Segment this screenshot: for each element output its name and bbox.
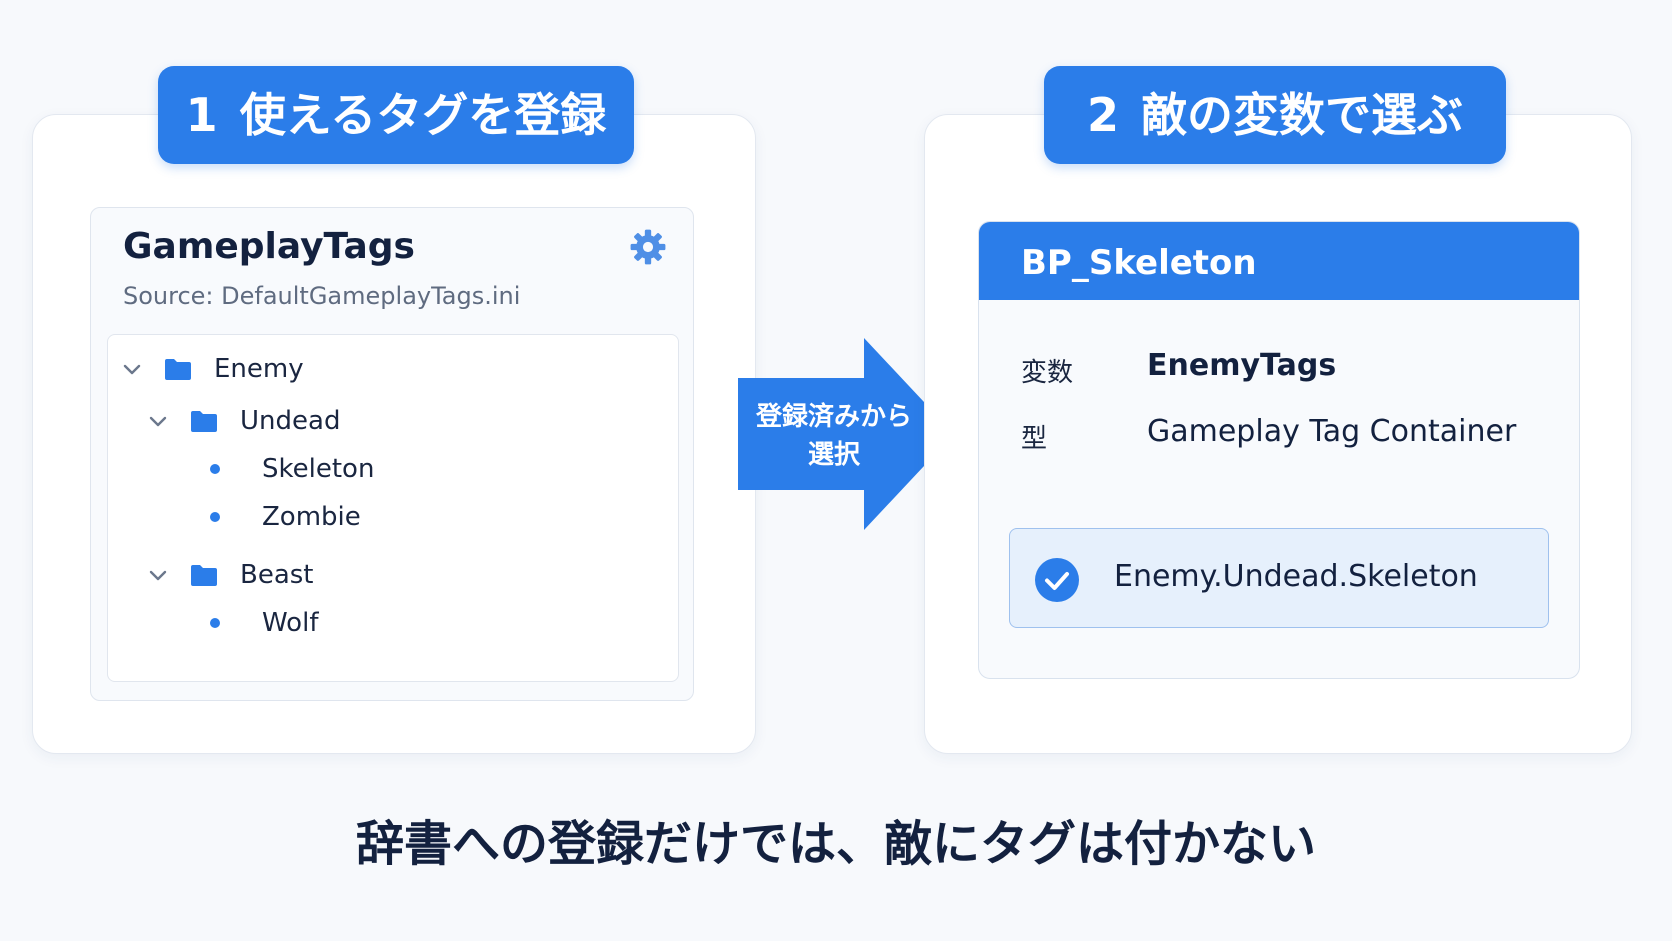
step-1-label: 使えるタグを登録 xyxy=(239,88,607,142)
blueprint-name: BP_Skeleton xyxy=(979,222,1579,300)
tag-tree: Enemy Undead Skeleton Zombie Beast Wolf xyxy=(107,334,679,682)
bullet-icon xyxy=(210,618,220,628)
tree-item-label: Zombie xyxy=(262,502,361,532)
tree-item-zombie[interactable]: Zombie xyxy=(210,495,361,539)
flow-arrow xyxy=(738,338,954,530)
selected-tag-label: Enemy.Undead.Skeleton xyxy=(1114,559,1478,594)
tags-card-title: GameplayTags xyxy=(123,226,415,267)
folder-icon xyxy=(191,411,217,432)
variable-value: EnemyTags xyxy=(1147,348,1337,383)
selected-tag-item[interactable]: Enemy.Undead.Skeleton xyxy=(1009,528,1549,628)
tree-item-label: Wolf xyxy=(262,608,319,638)
chevron-down-icon[interactable] xyxy=(120,357,144,381)
step-2-badge: 2 敵の変数で選ぶ xyxy=(1044,66,1506,164)
chevron-down-icon[interactable] xyxy=(146,563,170,587)
folder-icon xyxy=(165,359,191,380)
blueprint-card: BP_Skeleton 変数 EnemyTags 型 Gameplay Tag … xyxy=(978,221,1580,679)
tree-item-label: Skeleton xyxy=(262,454,375,484)
bottom-caption: 辞書への登録だけでは、敵にタグは付かない xyxy=(355,816,1316,872)
step-1-badge: 1 使えるタグを登録 xyxy=(158,66,634,164)
arrow-label-line-2: 選択 xyxy=(807,440,860,470)
folder-icon xyxy=(191,565,217,586)
tree-item-label: Undead xyxy=(240,406,341,436)
arrow-label-line-1: 登録済みから xyxy=(755,402,912,432)
type-value: Gameplay Tag Container xyxy=(1147,414,1517,449)
tree-item-beast[interactable]: Beast xyxy=(146,553,314,597)
chevron-down-icon[interactable] xyxy=(146,409,170,433)
step-2-number: 2 xyxy=(1086,88,1119,142)
tree-item-label: Enemy xyxy=(214,354,304,384)
bullet-icon xyxy=(210,512,220,522)
arrow-label: 登録済みから 選択 xyxy=(744,398,924,474)
gameplay-tags-card: GameplayTags Source: DefaultGameplayTags… xyxy=(90,207,694,701)
step-2-label: 敵の変数で選ぶ xyxy=(1141,88,1463,142)
tree-item-wolf[interactable]: Wolf xyxy=(210,601,318,645)
tags-source-path: Source: DefaultGameplayTags.ini xyxy=(123,282,521,310)
tree-item-label: Beast xyxy=(240,560,314,590)
tree-item-undead[interactable]: Undead xyxy=(146,399,340,443)
variable-key: 変数 xyxy=(1021,358,1074,388)
step-1-number: 1 xyxy=(185,88,218,142)
tree-item-enemy[interactable]: Enemy xyxy=(120,347,304,391)
tree-item-skeleton[interactable]: Skeleton xyxy=(210,447,374,491)
check-circle-icon xyxy=(1035,558,1079,602)
bullet-icon xyxy=(210,464,220,474)
gear-icon[interactable] xyxy=(629,228,667,266)
type-key: 型 xyxy=(1021,424,1048,454)
